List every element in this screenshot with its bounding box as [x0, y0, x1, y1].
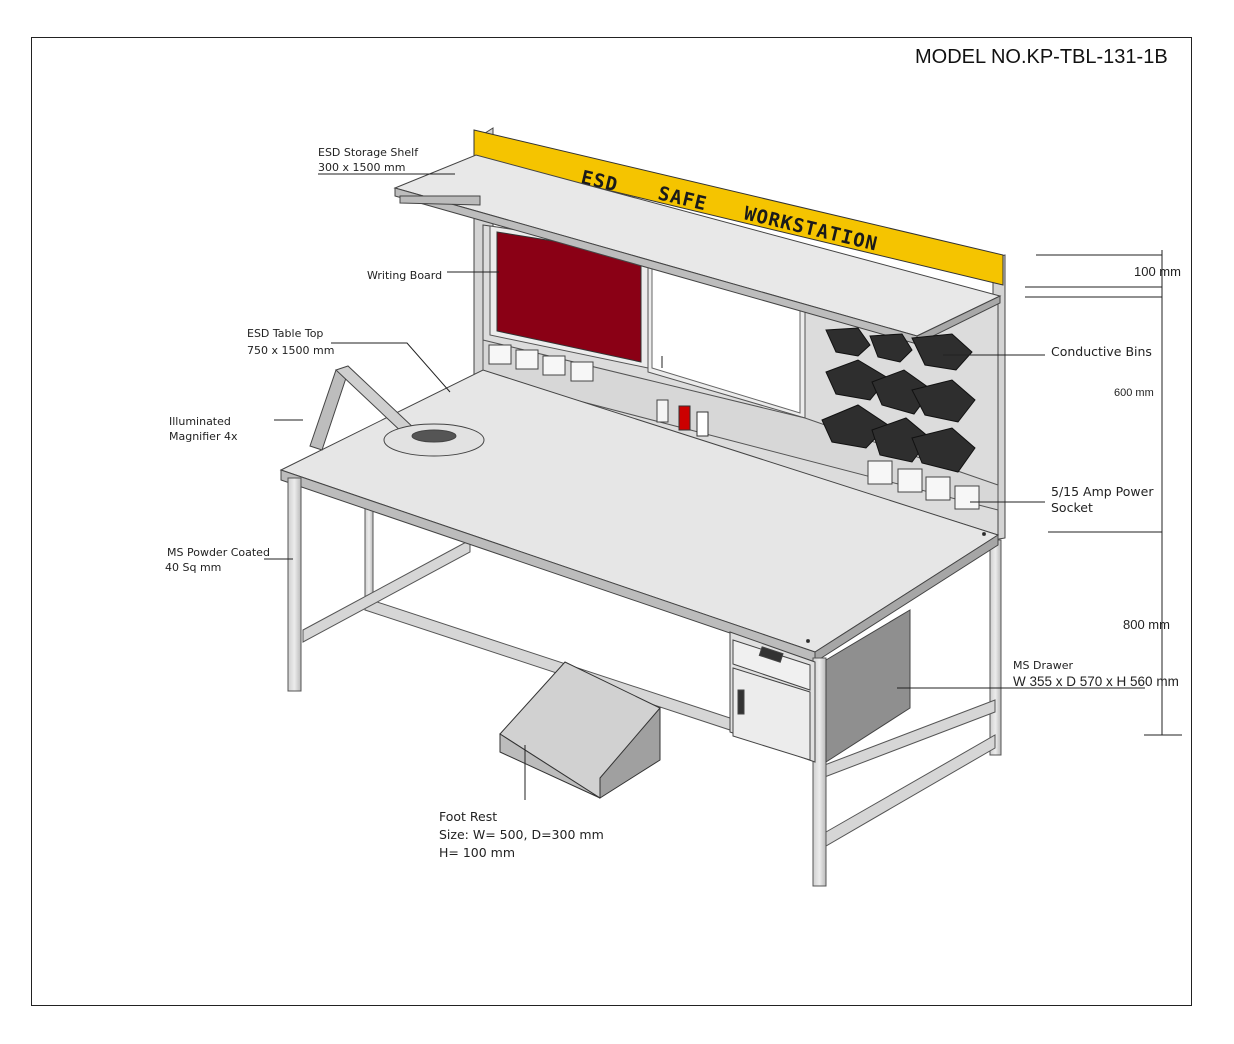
label-tabletop-title: ESD Table Top [247, 327, 324, 340]
drawing-frame [31, 37, 1192, 1006]
label-footrest-3: H= 100 mm [439, 845, 516, 860]
foot-rest [499, 661, 661, 799]
leader-lines [264, 173, 1182, 800]
socket-strip-right [867, 460, 980, 510]
dimension-600mm: 600 mm [1114, 387, 1154, 399]
label-frame-1: MS Powder Coated [167, 546, 270, 559]
conductive-bins [821, 327, 976, 473]
frame-legs-front [287, 477, 996, 887]
label-drawer-1: MS Drawer [1013, 659, 1073, 672]
illuminated-magnifier [309, 365, 485, 457]
label-writing-board: Writing Board [367, 269, 443, 282]
ms-drawer [729, 609, 911, 763]
label-socket-2: Socket [1051, 500, 1093, 515]
label-conductive-bins: Conductive Bins [1051, 344, 1152, 359]
label-footrest-2: Size: W= 500, D=300 mm [439, 827, 604, 842]
label-magnifier-1: Illuminated [169, 415, 231, 428]
esd-storage-shelf [393, 154, 1002, 345]
socket-strip-left [488, 344, 594, 382]
label-shelf-size: 300 x 1500 mm [318, 161, 406, 174]
label-magnifier-2: Magnifier 4x [169, 430, 238, 443]
label-frame-2: 40 Sq mm [165, 561, 222, 574]
model-number: MODEL NO.KP-TBL-131-1B [915, 46, 1168, 68]
label-shelf-title: ESD Storage Shelf [318, 146, 419, 159]
label-drawer-2: W 355 x D 570 x H 560 mm [1013, 674, 1179, 689]
dimension-100mm: 100 mm [1134, 264, 1181, 279]
frame-legs-back [302, 469, 1002, 779]
dimension-800mm: 800 mm [1123, 617, 1170, 632]
label-tabletop-size: 750 x 1500 mm [247, 344, 335, 357]
label-socket-1: 5/15 Amp Power [1051, 484, 1154, 499]
label-footrest-1: Foot Rest [439, 809, 498, 824]
